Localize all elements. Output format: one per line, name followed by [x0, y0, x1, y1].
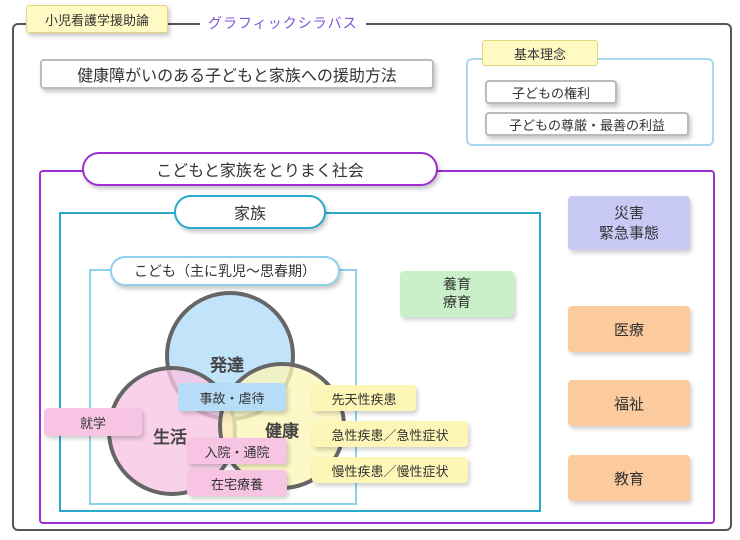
education-box: 教育 — [568, 455, 690, 501]
hospital-visit-box: 入院・通院 — [187, 438, 287, 464]
syllabus-title: グラフィックシラバス — [200, 13, 366, 33]
chronic-disease-box: 慢性疾患／慢性症状 — [312, 457, 468, 483]
disaster-emergency-box: 災害 緊急事態 — [568, 196, 690, 250]
course-tag: 小児看護学援助論 — [26, 5, 168, 33]
theme-title: 健康障がいのある子どもと家族への援助方法 — [40, 59, 434, 89]
welfare-box: 福祉 — [568, 380, 690, 426]
accident-abuse-box: 事故・虐待 — [178, 383, 286, 411]
principles-title: 基本理念 — [482, 40, 598, 66]
principle-child-dignity: 子どもの尊厳・最善の利益 — [485, 112, 689, 136]
congenital-disease-box: 先天性疾患 — [312, 385, 416, 411]
development-label: 発達 — [210, 356, 244, 376]
medical-box: 医療 — [568, 306, 690, 352]
schooling-box: 就学 — [44, 408, 142, 436]
principle-child-rights: 子どもの権利 — [485, 80, 617, 104]
nurture-therapy-box: 養育 療育 — [400, 271, 514, 317]
outer-frame — [12, 23, 732, 531]
health-label: 健康 — [265, 422, 299, 442]
family-title: 家族 — [174, 195, 326, 229]
child-title: こども（主に乳児～思春期） — [110, 256, 340, 286]
home-care-box: 在宅療養 — [187, 470, 287, 496]
society-title: こどもと家族をとりまく社会 — [82, 152, 438, 186]
acute-disease-box: 急性疾患／急性症状 — [312, 421, 468, 447]
life-label: 生活 — [153, 428, 187, 448]
